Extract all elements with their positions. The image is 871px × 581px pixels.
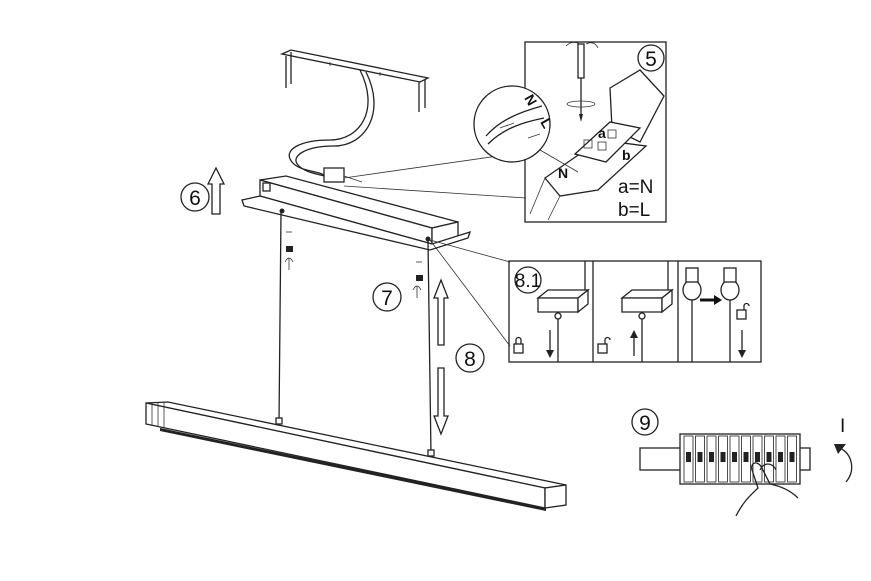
- supply-cable: [288, 69, 375, 183]
- ceiling-mounting-bar: [279, 49, 430, 112]
- canopy: [241, 175, 472, 251]
- step-7: 7: [372, 278, 449, 346]
- breaker-toggle: [697, 452, 703, 462]
- step-5-wiring-detail: 5 a b N N: [343, 41, 667, 223]
- unlock-icon: [597, 336, 611, 354]
- panel-lock: [513, 261, 590, 362]
- breaker-toggle: [778, 452, 783, 462]
- unlock-icon: [736, 302, 750, 320]
- wire-zoom-detail: N L: [473, 85, 579, 173]
- step-5-number: 5: [645, 48, 657, 71]
- breaker-toggle: [755, 452, 760, 462]
- screwdriver-icon: [565, 42, 599, 122]
- mark-n: N: [558, 165, 568, 181]
- step-8-1-detail: 8.1: [429, 239, 762, 363]
- step-6: 6: [180, 166, 226, 215]
- curved-arrow-icon: [834, 444, 853, 483]
- panel-release: [682, 267, 750, 362]
- breaker-toggle: [709, 452, 714, 462]
- panel-unlock: [597, 261, 674, 362]
- arrow-down-icon: [738, 330, 746, 358]
- breaker-toggle: [732, 452, 737, 462]
- step-6-number: 6: [189, 187, 201, 210]
- step-8: 8: [433, 343, 485, 436]
- mark-a: a: [598, 125, 606, 141]
- wiring-label-b: b=L: [618, 200, 650, 221]
- step-8-number: 8: [464, 348, 476, 371]
- step-8-1-number: 8.1: [515, 271, 541, 292]
- arrow-up-icon: [206, 166, 226, 215]
- breaker-panel: [639, 433, 811, 485]
- breaker-toggle: [789, 452, 795, 462]
- linear-luminaire: [145, 401, 567, 511]
- suspension-wires: [278, 212, 432, 456]
- mark-b: b: [622, 147, 631, 163]
- arrow-down-icon: [433, 367, 449, 436]
- arrow-up-icon: [630, 330, 638, 356]
- breaker-toggle: [743, 452, 749, 462]
- switch-on-label: I: [840, 416, 845, 437]
- lock-icon: [513, 336, 524, 354]
- breaker-toggle: [686, 452, 691, 462]
- step-7-number: 7: [381, 287, 393, 310]
- arrow-up-icon: [433, 278, 449, 346]
- terminal-block: a b N: [529, 69, 665, 221]
- wiring-label-a: a=N: [618, 177, 653, 198]
- step-9-number: 9: [639, 412, 651, 435]
- arrow-down-icon: [546, 330, 554, 358]
- breaker-toggle: [766, 452, 772, 462]
- breaker-toggle: [720, 452, 726, 462]
- hand-icon: [735, 462, 799, 517]
- arrow-right-icon: [700, 295, 722, 305]
- step-9-breaker: 9 I: [631, 408, 853, 517]
